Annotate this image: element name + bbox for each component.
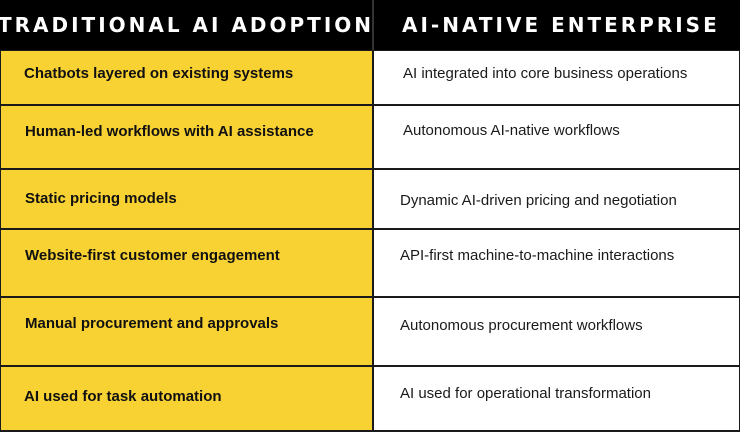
table-row: AI used for task automation AI used for … xyxy=(0,367,740,430)
table-header: TRADITIONAL AI ADOPTION AI-NATIVE ENTERP… xyxy=(0,0,740,50)
ai-native-text: Dynamic AI-driven pricing and negotiatio… xyxy=(400,192,677,209)
traditional-text: Website-first customer engagement xyxy=(25,247,280,264)
ai-native-text: AI used for operational transformation xyxy=(400,385,651,402)
ai-native-text: AI integrated into core business operati… xyxy=(403,65,688,82)
traditional-cell: Human-led workflows with AI assistance xyxy=(1,106,372,168)
traditional-text: Manual procurement and approvals xyxy=(25,315,279,332)
header-ai-native-enterprise: AI-NATIVE ENTERPRISE xyxy=(402,13,720,37)
ai-native-text: API-first machine-to-machine interaction… xyxy=(400,247,675,264)
ai-native-text: Autonomous AI-native workflows xyxy=(403,122,620,139)
ai-native-text: Autonomous procurement workflows xyxy=(400,317,643,334)
header-traditional-ai-adoption: TRADITIONAL AI ADOPTION xyxy=(0,13,375,37)
table-row: Static pricing models Dynamic AI-driven … xyxy=(0,170,740,228)
table-row: Website-first customer engagement API-fi… xyxy=(0,230,740,296)
traditional-cell: Chatbots layered on existing systems xyxy=(1,51,372,104)
ai-native-cell: Dynamic AI-driven pricing and negotiatio… xyxy=(374,170,739,228)
table-row: Chatbots layered on existing systems AI … xyxy=(0,51,740,104)
ai-native-cell: AI used for operational transformation xyxy=(374,367,739,430)
traditional-cell: Manual procurement and approvals xyxy=(1,298,372,365)
ai-native-cell: Autonomous procurement workflows xyxy=(374,298,739,365)
ai-native-cell: AI integrated into core business operati… xyxy=(374,51,739,104)
traditional-text: Chatbots layered on existing systems xyxy=(24,65,294,82)
ai-native-cell: API-first machine-to-machine interaction… xyxy=(374,230,739,296)
traditional-text: Static pricing models xyxy=(25,190,177,207)
traditional-text: Human-led workflows with AI assistance xyxy=(25,123,314,140)
traditional-cell: AI used for task automation xyxy=(1,367,372,430)
ai-native-cell: Autonomous AI-native workflows xyxy=(374,106,739,168)
table-row: Human-led workflows with AI assistance A… xyxy=(0,106,740,168)
traditional-cell: Website-first customer engagement xyxy=(1,230,372,296)
traditional-text: AI used for task automation xyxy=(24,388,222,405)
header-divider xyxy=(372,0,374,50)
traditional-cell: Static pricing models xyxy=(1,170,372,228)
table-row: Manual procurement and approvals Autonom… xyxy=(0,298,740,365)
